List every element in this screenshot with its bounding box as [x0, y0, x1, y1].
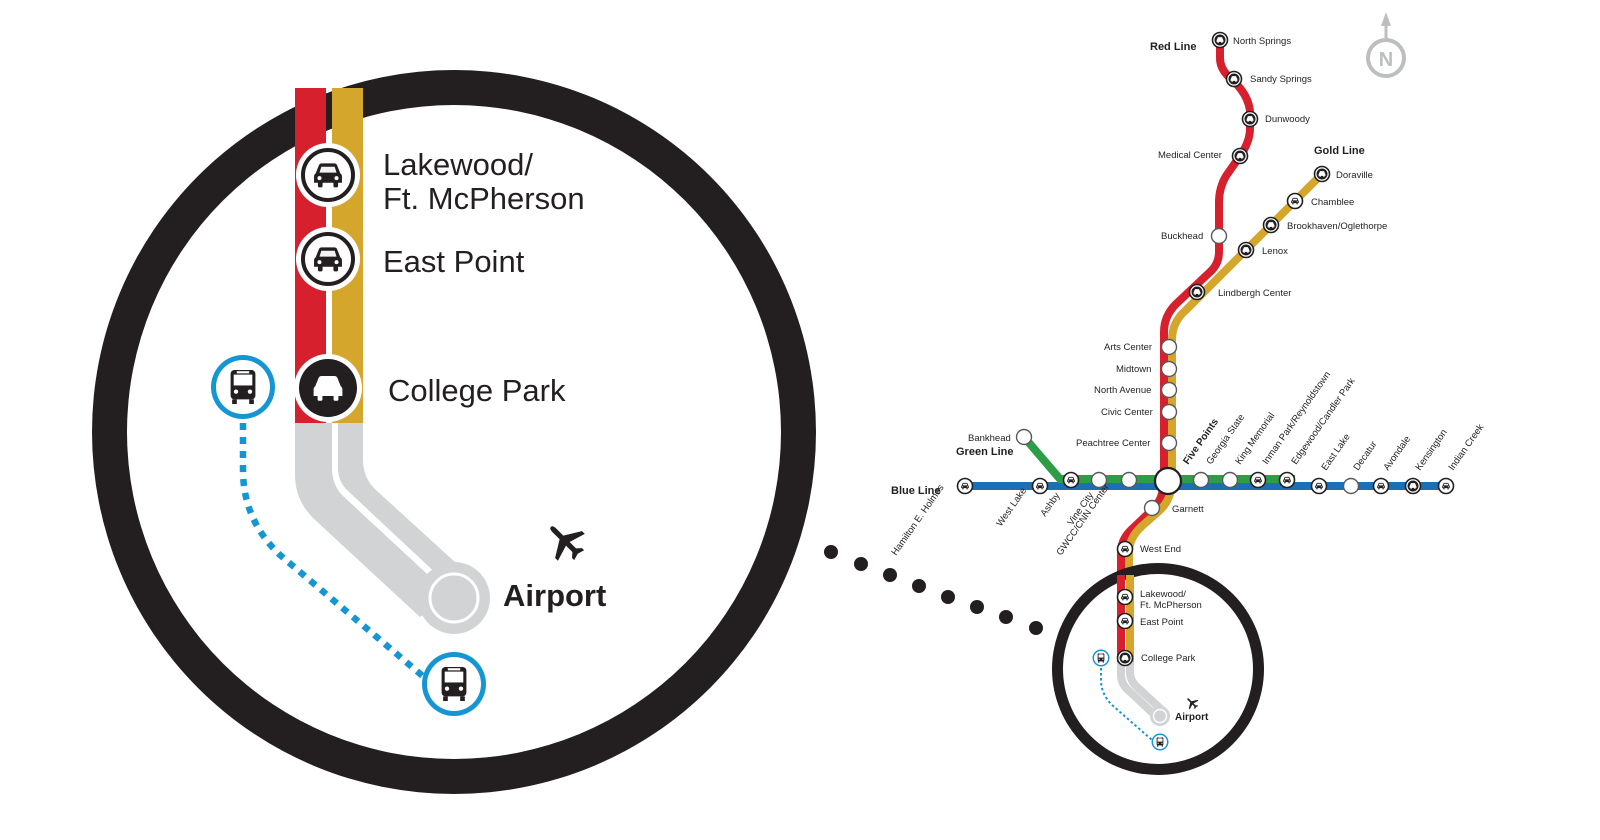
label-west-end: West End — [1140, 544, 1181, 555]
zoom-panel: Lakewood/ Ft. McPherson East Point Colle… — [92, 70, 816, 794]
label-north-springs: North Springs — [1233, 36, 1291, 47]
system-map: Red Line Gold Line Green Line Blue Line … — [889, 33, 1486, 775]
gold-line-track — [1125, 171, 1325, 605]
zoom-label-lakewood-1: Lakewood/ — [383, 147, 533, 182]
label-blue-line: Blue Line — [891, 485, 941, 497]
zoom-label-college-park: College Park — [388, 373, 566, 408]
label-gold-line: Gold Line — [1314, 145, 1365, 157]
label-arts-center: Arts Center — [1104, 342, 1152, 353]
label-lakewood-2: Ft. McPherson — [1140, 600, 1202, 611]
zoom-spur-gold — [338, 423, 468, 591]
label-lenox: Lenox — [1262, 246, 1288, 257]
five-points-station — [1153, 466, 1183, 496]
bus-icon — [1097, 653, 1105, 663]
label-east-point: East Point — [1140, 617, 1184, 628]
label-civic-center: Civic Center — [1101, 407, 1153, 418]
label-avondale: Avondale — [1381, 434, 1413, 473]
label-east-lake: East Lake — [1319, 432, 1352, 473]
zoom-label-lakewood-2: Ft. McPherson — [383, 181, 585, 216]
label-lindbergh: Lindbergh Center — [1218, 288, 1291, 299]
label-doraville: Doraville — [1336, 170, 1373, 181]
label-kensington: Kensington — [1413, 427, 1449, 472]
label-dunwoody: Dunwoody — [1265, 114, 1310, 125]
label-decatur: Decatur — [1351, 439, 1379, 473]
label-bankhead: Bankhead — [968, 433, 1011, 444]
label-sandy-springs: Sandy Springs — [1250, 74, 1312, 85]
label-green-line: Green Line — [956, 446, 1013, 458]
label-lakewood-1: Lakewood/ — [1140, 589, 1186, 600]
bus-icon — [441, 666, 467, 702]
label-west-lake: West Lake — [994, 486, 1029, 529]
zoom-connector-dots — [824, 545, 1043, 635]
label-midtown: Midtown — [1116, 364, 1151, 375]
zoom-bus-stop-airport — [422, 652, 486, 716]
label-brookhaven: Brookhaven/Oglethorpe — [1287, 221, 1387, 232]
zoom-station-lakewood — [296, 143, 360, 207]
label-indian-creek: Indian Creek — [1446, 422, 1486, 473]
zoom-station-east-point — [296, 227, 360, 291]
label-gwcc: GWCC/CNN Center — [1054, 482, 1111, 557]
zoom-label-airport: Airport — [503, 578, 606, 613]
label-peachtree-center: Peachtree Center — [1076, 438, 1150, 449]
label-medical-center: Medical Center — [1158, 150, 1222, 161]
zoom-label-east-point: East Point — [383, 244, 525, 279]
label-garnett: Garnett — [1172, 504, 1204, 515]
zoom-bus-stop-college-park — [211, 355, 275, 419]
red-line-track — [1117, 40, 1255, 605]
label-college-park: College Park — [1141, 653, 1196, 664]
green-line-track — [1020, 434, 1295, 483]
zoom-airport-station — [428, 572, 480, 624]
airplane-icon — [1187, 698, 1199, 710]
north-arrow-icon: N — [1366, 12, 1406, 78]
compass-label: N — [1379, 49, 1393, 71]
label-ashby: Ashby — [1038, 491, 1062, 519]
zoom-spur-red — [295, 423, 452, 617]
label-north-avenue: North Avenue — [1094, 385, 1151, 396]
airplane-icon — [550, 526, 585, 561]
label-chamblee: Chamblee — [1311, 197, 1354, 208]
bus-icon — [1156, 737, 1164, 747]
label-airport: Airport — [1175, 712, 1209, 723]
zoom-station-college-park — [294, 354, 362, 422]
label-buckhead: Buckhead — [1161, 231, 1203, 242]
label-red-line: Red Line — [1150, 41, 1196, 53]
zoom-ring-inner — [127, 105, 781, 759]
bus-icon — [230, 369, 256, 405]
